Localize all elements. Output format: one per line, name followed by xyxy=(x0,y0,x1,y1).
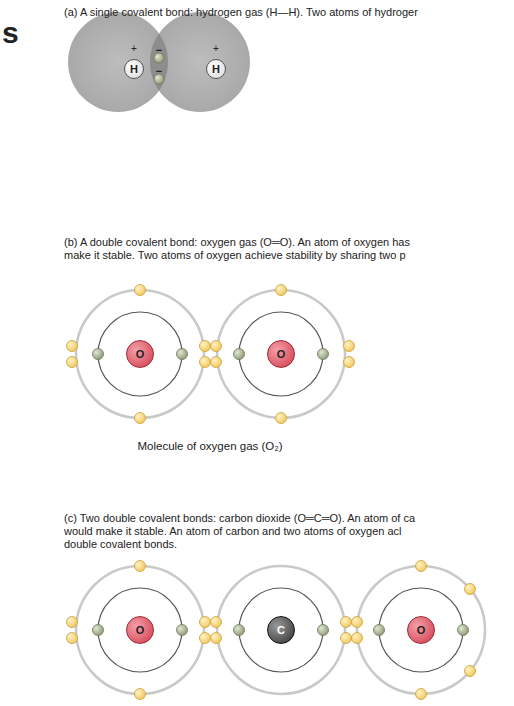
electron-cloud xyxy=(68,12,250,112)
electron xyxy=(67,285,476,700)
shared-electron xyxy=(154,53,164,84)
element-symbol: H xyxy=(212,64,220,75)
element-symbol: O xyxy=(277,349,286,360)
caption-text: would make it stable. An atom of carbon … xyxy=(64,525,402,538)
caption-text: double covalent bonds. xyxy=(64,538,177,551)
caption-text: make it stable. Two atoms of oxygen achi… xyxy=(64,249,406,262)
charge-sign: + xyxy=(213,43,219,55)
electron-shell xyxy=(76,290,485,694)
charge-sign: − xyxy=(156,65,162,78)
title-fragment: s xyxy=(2,16,19,51)
hydrogen-nucleus: H xyxy=(124,59,144,79)
oxygen-nucleus: O xyxy=(267,340,295,368)
element-symbol: O xyxy=(136,349,145,360)
figure-caption: Molecule of oxygen gas (O₂) xyxy=(137,440,282,453)
charge-sign: + xyxy=(131,43,137,55)
carbon-nucleus: C xyxy=(267,616,295,644)
oxygen-nucleus: O xyxy=(126,340,154,368)
charge-sign: − xyxy=(156,44,162,57)
element-symbol: H xyxy=(130,64,138,75)
element-symbol: O xyxy=(136,625,145,636)
element-symbol: C xyxy=(277,625,285,636)
oxygen-nucleus: O xyxy=(407,616,435,644)
caption-text: (a) A single covalent bond: hydrogen gas… xyxy=(64,6,418,19)
caption-text: (c) Two double covalent bonds: carbon di… xyxy=(64,512,415,525)
oxygen-nucleus: O xyxy=(126,616,154,644)
element-symbol: O xyxy=(417,625,426,636)
inner-shell xyxy=(98,312,463,672)
hydrogen-nucleus: H xyxy=(206,59,226,79)
caption-text: (b) A double covalent bond: oxygen gas (… xyxy=(64,236,410,249)
